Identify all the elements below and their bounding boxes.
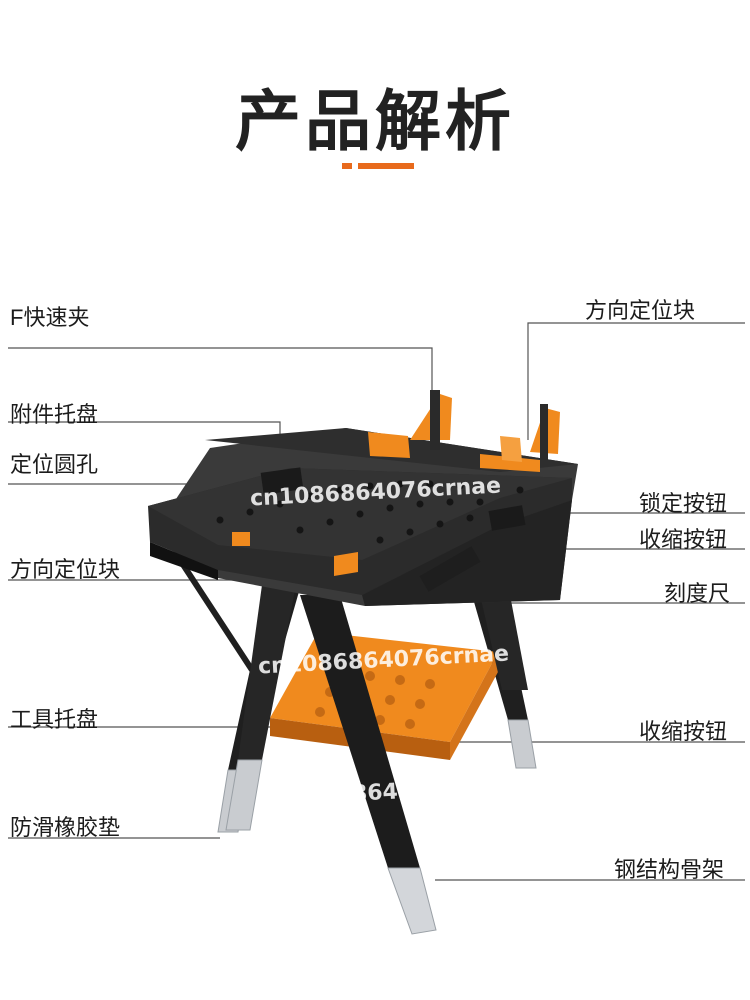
label-retract-button-top: 收缩按钮	[639, 527, 728, 552]
label-ruler: 刻度尺	[664, 581, 731, 606]
label-f-clamp: F快速夹	[10, 305, 90, 330]
label-retract-button-bottom: 收缩按钮	[639, 719, 728, 744]
label-tool-tray: 工具托盘	[10, 707, 99, 732]
label-lock-button: 锁定按钮	[639, 491, 728, 516]
label-anti-slip-pad: 防滑橡胶垫	[10, 815, 121, 840]
table-top	[148, 428, 578, 606]
page-title: 产品解析	[235, 84, 515, 158]
title-accent-bar	[342, 163, 414, 169]
label-accessory-tray: 附件托盘	[10, 402, 99, 427]
accent-line	[358, 163, 414, 169]
accent-dot	[342, 163, 352, 169]
label-direction-block-right: 方向定位块	[585, 298, 696, 323]
front-legs	[225, 585, 528, 935]
leader-direction-block-right	[527, 322, 745, 440]
clamp-bars	[430, 390, 548, 460]
label-positioning-hole: 定位圆孔	[10, 452, 99, 477]
label-steel-frame: 钢结构骨架	[614, 857, 725, 882]
label-direction-block-left: 方向定位块	[10, 557, 121, 582]
